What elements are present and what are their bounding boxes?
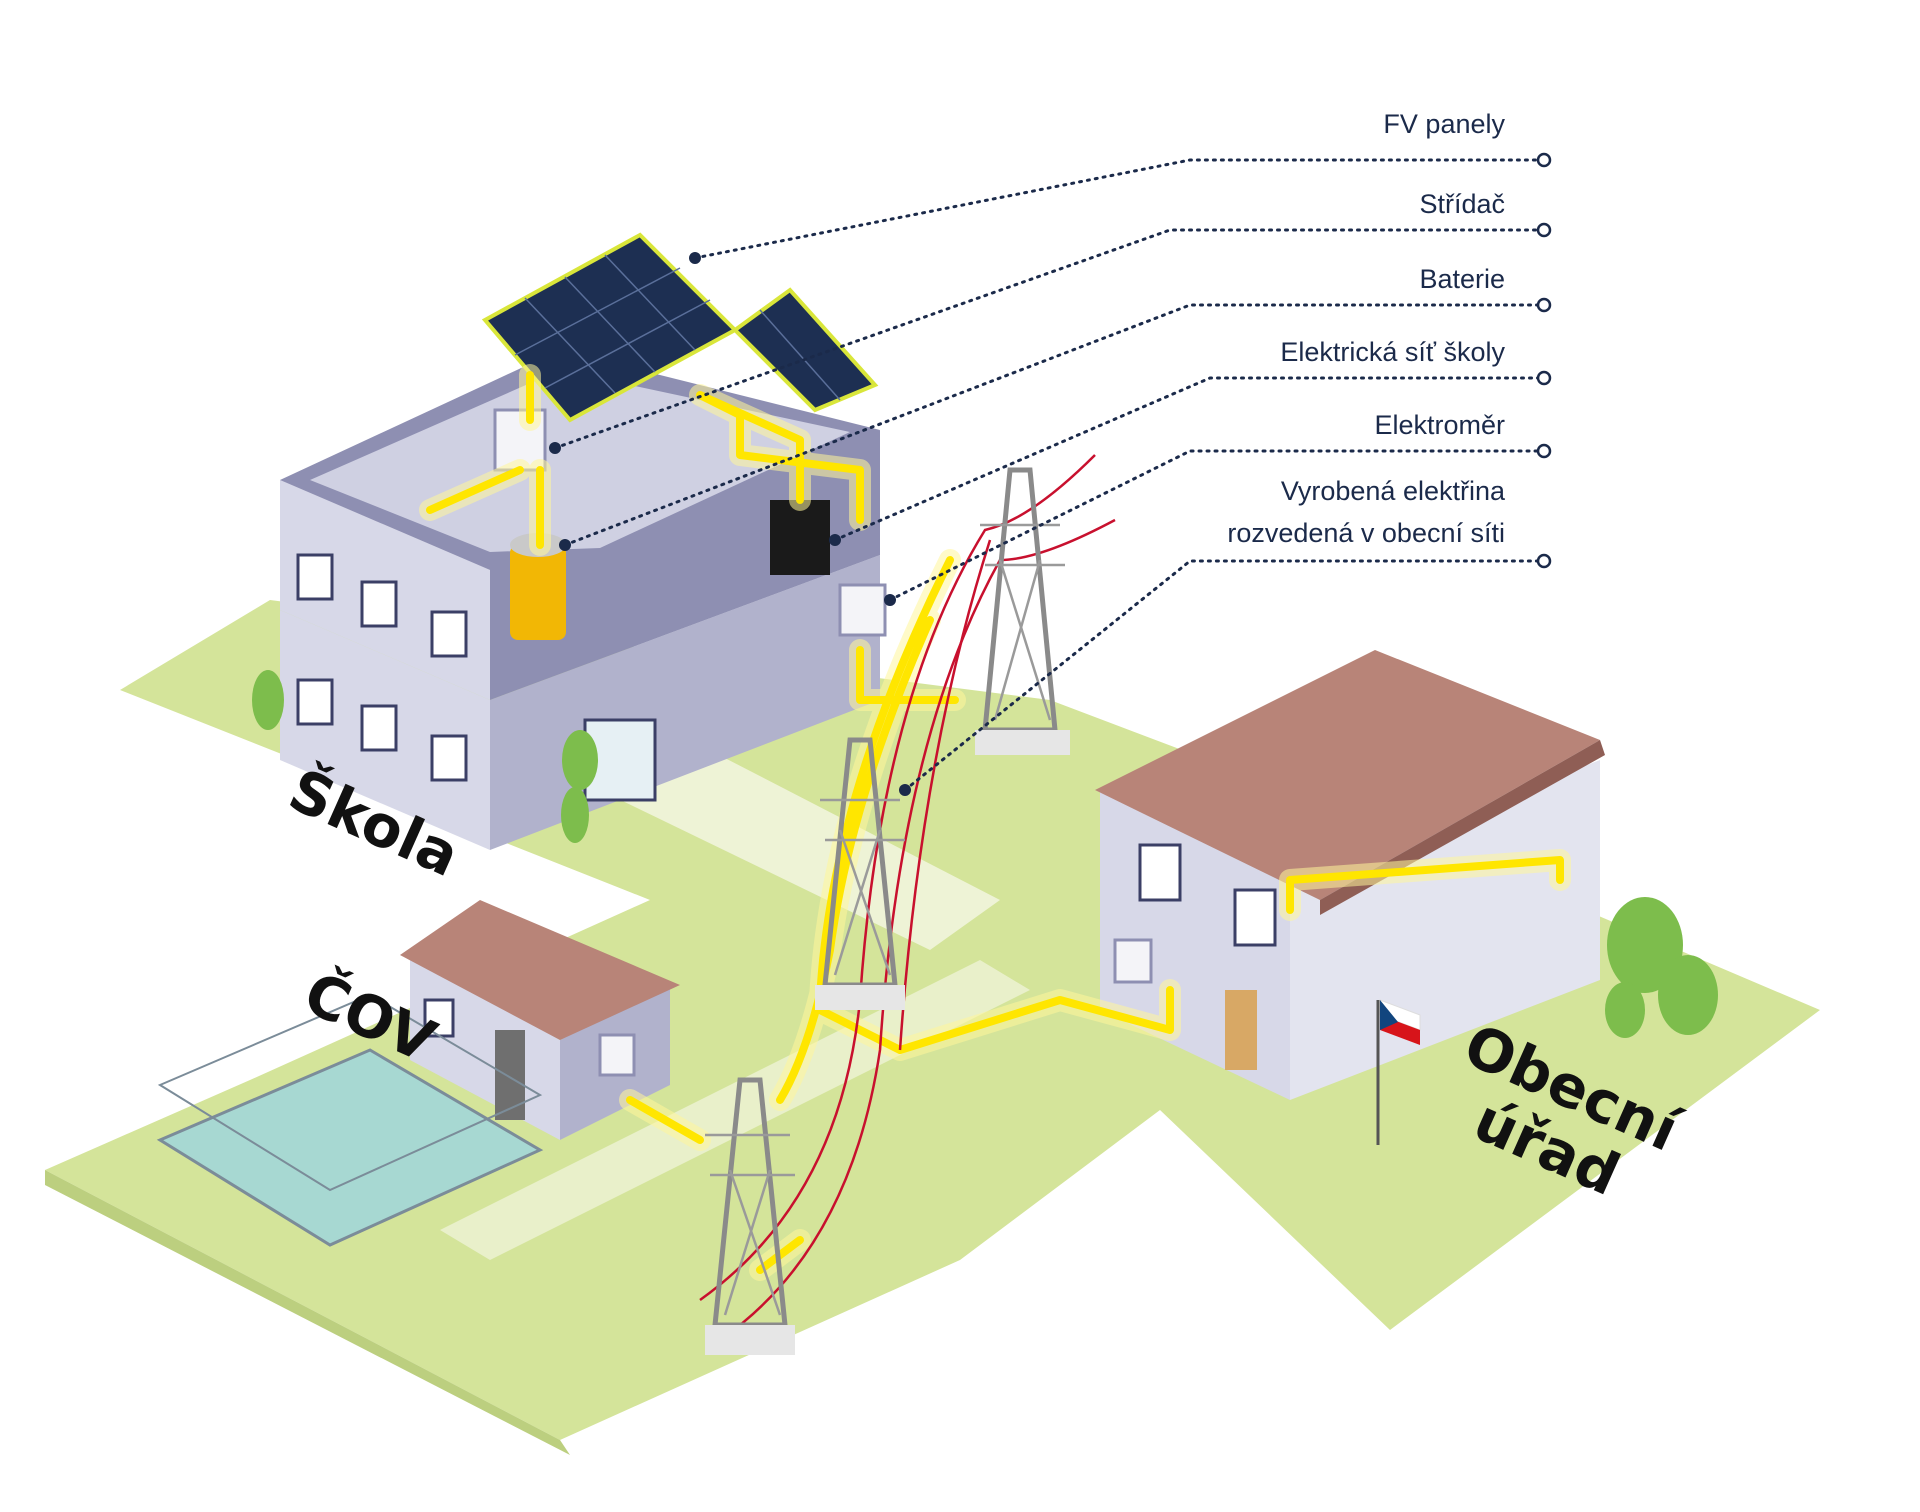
pylon-2 bbox=[815, 737, 905, 1010]
tree-school-mid bbox=[562, 730, 598, 790]
ground-shadow-edge bbox=[45, 1170, 570, 1455]
office-side bbox=[1290, 760, 1600, 1100]
solar-panels bbox=[481, 232, 879, 423]
leader-fv-panely bbox=[693, 158, 1542, 260]
legend-leaders bbox=[549, 152, 1552, 796]
cov-building bbox=[400, 900, 680, 1140]
legend-stridac: Střídač bbox=[1419, 189, 1505, 219]
legend-sit-skoly: Elektrická síť školy bbox=[1280, 337, 1505, 367]
office-meter bbox=[1113, 938, 1153, 984]
czech-flag-icon bbox=[1379, 999, 1421, 1045]
office-window-1 bbox=[1138, 843, 1182, 902]
office-door bbox=[1225, 990, 1257, 1070]
cov-pool bbox=[156, 993, 544, 1247]
leader-baterie bbox=[563, 303, 1542, 547]
leader-stridac bbox=[553, 228, 1542, 450]
tree-office-3 bbox=[1605, 982, 1645, 1038]
cov-door bbox=[495, 1030, 525, 1120]
footpath bbox=[600, 740, 1000, 950]
office-roof bbox=[1095, 650, 1600, 900]
school-side-upper bbox=[490, 430, 880, 700]
solar-panel-2 bbox=[731, 287, 879, 413]
tree-office-2 bbox=[1658, 955, 1718, 1035]
leader-sit-skoly bbox=[833, 376, 1542, 542]
leader-elektromer bbox=[888, 449, 1542, 602]
cov-roof bbox=[400, 900, 680, 1040]
cov-meter bbox=[598, 1033, 636, 1077]
tree-school-front bbox=[561, 787, 589, 843]
legend: FV panely Střídač Baterie Elektrická síť… bbox=[1227, 109, 1506, 548]
pylon-3 bbox=[705, 1077, 795, 1355]
tree-school-left bbox=[252, 670, 284, 730]
tree-office-1 bbox=[1607, 897, 1683, 993]
legend-elektromer: Elektroměr bbox=[1374, 410, 1505, 440]
energy-wires bbox=[419, 364, 1571, 1281]
pylon-1 bbox=[975, 467, 1070, 755]
school-grid-panel bbox=[770, 500, 830, 575]
legend-vyrobena-line2: rozvedená v obecní síti bbox=[1227, 518, 1505, 548]
meter-box bbox=[838, 583, 887, 637]
office-window-2 bbox=[1233, 888, 1277, 947]
legend-fv-panely: FV panely bbox=[1383, 109, 1505, 139]
school-windows bbox=[296, 553, 468, 782]
legend-baterie: Baterie bbox=[1419, 264, 1505, 294]
leader-vyrobena bbox=[903, 559, 1542, 792]
legend-vyrobena-line1: Vyrobená elektřina bbox=[1281, 476, 1506, 506]
